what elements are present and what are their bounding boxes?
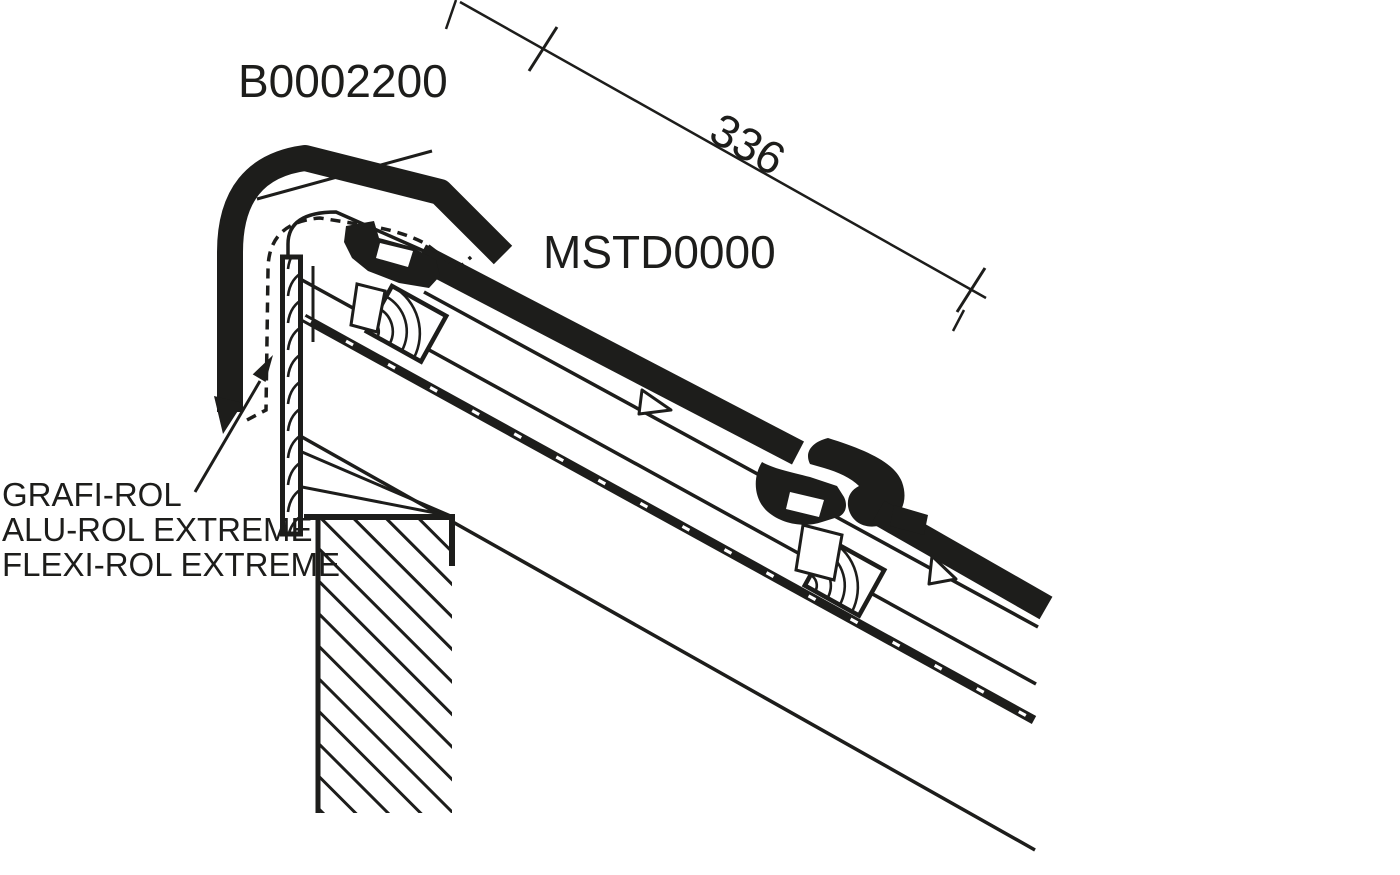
- dimension-tick-2: [955, 267, 987, 313]
- tile-nib-2: [927, 554, 958, 586]
- arrowhead: [252, 355, 273, 382]
- lower-tile-head-rib: [890, 505, 928, 535]
- product-label-grafi-rol: GRAFI-ROL: [2, 476, 182, 513]
- soffit-diagonal-1: [301, 450, 452, 518]
- product-label-alu-rol-extreme: ALU-ROL EXTREME: [2, 511, 313, 548]
- masonry-wall: [304, 514, 455, 813]
- verge-cap-profile: [214, 145, 513, 434]
- dimension-end-stub: [951, 309, 966, 332]
- dimension-line-group: [444, 0, 987, 332]
- tile-clip-top: [344, 221, 440, 288]
- dimension-start-stub: [444, 0, 458, 30]
- tile-interlock-hook: [755, 438, 905, 527]
- tile-nib-1: [637, 388, 673, 416]
- soffit-diagonal-2: [301, 485, 452, 518]
- roof-tile-lower: [871, 500, 1053, 620]
- roll-product-dashed-line: [246, 216, 473, 422]
- wall-hatch: [318, 517, 452, 813]
- underlay-membrane-line: [301, 314, 1037, 724]
- tile-code-label: MSTD0000: [543, 226, 776, 278]
- dimension-tick-1: [527, 26, 559, 72]
- roof-tile-upper: [413, 244, 805, 465]
- ridge-cap-code-label: B0002200: [238, 55, 448, 107]
- verge-cap-tip: [214, 396, 243, 434]
- leader-arrow: [193, 355, 273, 493]
- product-labels: GRAFI-ROL ALU-ROL EXTREME FLEXI-ROL EXTR…: [2, 476, 340, 583]
- tile-head-section-lower: [794, 523, 844, 582]
- tile-head-section-upper: [349, 282, 387, 334]
- product-label-flexi-rol-extreme: FLEXI-ROL EXTREME: [2, 546, 340, 583]
- fascia-board: [280, 254, 303, 537]
- dimension-line: [459, 0, 987, 300]
- verge-cap-band: [217, 145, 513, 412]
